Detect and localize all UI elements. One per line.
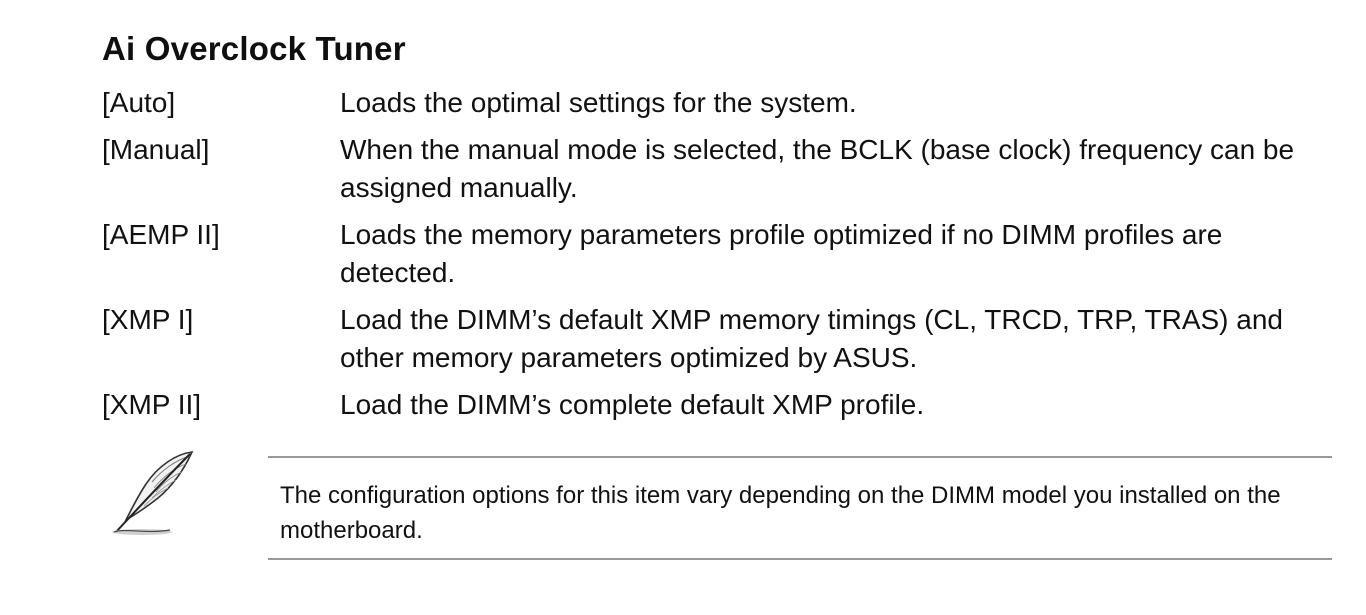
option-key: [AEMP II] [102, 219, 220, 250]
option-description: Loads the memory parameters profile opti… [340, 219, 1223, 288]
option-row-xmp-ii: [XMP II] Load the DIMM’s complete defaul… [102, 386, 1342, 424]
option-description: Load the DIMM’s complete default XMP pro… [340, 389, 925, 420]
option-description: Load the DIMM’s default XMP memory timin… [340, 304, 1284, 373]
note-text: The configuration options for this item … [280, 482, 1281, 544]
note-box: The configuration options for this item … [268, 456, 1332, 560]
option-key: [XMP I] [102, 304, 194, 335]
option-key: [XMP II] [102, 389, 202, 420]
note-callout: The configuration options for this item … [102, 446, 1334, 566]
option-description: When the manual mode is selected, the BC… [340, 134, 1295, 203]
quill-pen-icon [112, 451, 194, 535]
option-description: Loads the optimal settings for the syste… [340, 87, 857, 118]
option-row-auto: [Auto] Loads the optimal settings for th… [102, 84, 1342, 122]
option-key: [Manual] [102, 134, 210, 165]
section-title: Ai Overclock Tuner [102, 30, 406, 67]
option-list: [Auto] Loads the optimal settings for th… [102, 84, 1342, 433]
option-row-aemp-ii: [AEMP II] Loads the memory parameters pr… [102, 216, 1342, 292]
option-key: [Auto] [102, 87, 176, 118]
option-row-manual: [Manual] When the manual mode is selecte… [102, 131, 1342, 207]
option-row-xmp-i: [XMP I] Load the DIMM’s default XMP memo… [102, 301, 1342, 377]
